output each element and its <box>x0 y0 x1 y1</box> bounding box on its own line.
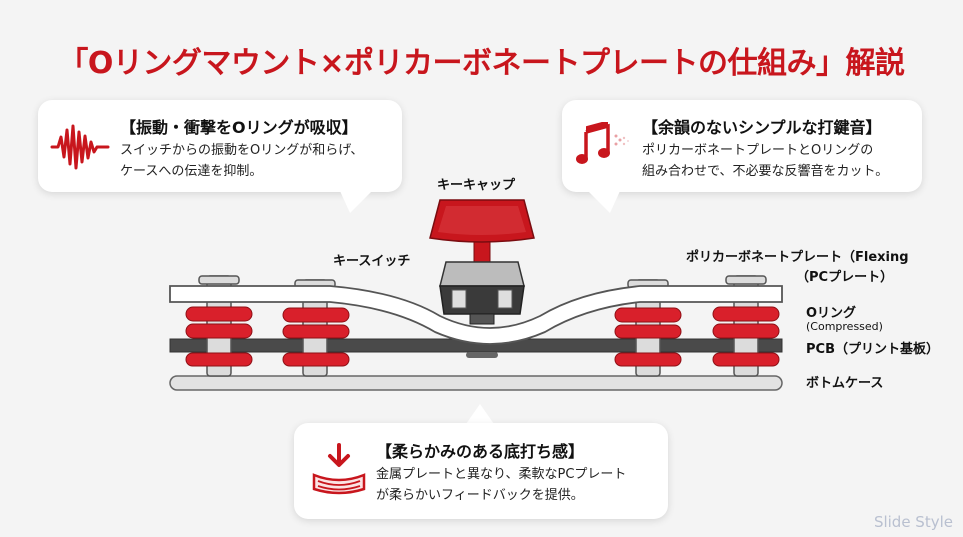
label-o-ring-sub: (Compressed) <box>806 320 883 333</box>
pc-plate <box>169 285 783 345</box>
soft-landing-icon <box>312 443 366 495</box>
callout-feel-heading: 【柔らかみのある底打ち感】 <box>376 442 585 461</box>
page-title: 「Oリングマウント×ポリカーボネートプレートの仕組み」解説 <box>58 46 905 81</box>
music-note-icon <box>576 122 629 164</box>
callout-feel: 【柔らかみのある底打ち感】 金属プレートと異なり、柔軟なPCプレート が柔らかい… <box>294 423 668 519</box>
label-pc-plate-1: ポリカーボネートプレート（Flexing <box>686 250 909 265</box>
callout-sound: 【余韻のないシンプルな打鍵音】 ポリカーボネートプレートとOリングの 組み合わせ… <box>562 100 922 192</box>
label-keycap: キーキャップ <box>437 178 516 193</box>
callout-feel-text-1: 金属プレートと異なり、柔軟なPCプレート <box>376 467 627 482</box>
waveform-icon <box>50 124 110 170</box>
label-pcb: PCB（プリント基板） <box>806 342 939 357</box>
bottom-case <box>169 375 783 391</box>
o-rings <box>185 306 780 367</box>
callout-sound-text-1: ポリカーボネートプレートとOリングの <box>642 143 874 158</box>
callout-vibration-heading: 【振動・衝撃をOリングが吸収】 <box>120 118 358 137</box>
watermark: Slide Style <box>873 513 953 531</box>
callout-vibration-text-2: ケースへの伝達を抑制。 <box>120 164 263 179</box>
callout-vibration-text-1: スイッチからの振動をOリングが和らげ、 <box>120 143 364 158</box>
callout-vibration-tail <box>340 191 372 213</box>
label-o-ring: Oリング <box>806 306 857 321</box>
callout-sound-heading: 【余韻のないシンプルな打鍵音】 <box>642 118 882 137</box>
callout-sound-tail <box>588 191 620 213</box>
callout-vibration: 【振動・衝撃をOリングが吸収】 スイッチからの振動をOリングが和らげ、 ケースへ… <box>38 100 402 192</box>
callout-feel-text-2: が柔らかいフィードバックを提供。 <box>376 488 584 503</box>
callout-sound-text-2: 組み合わせで、不必要な反響音をカット。 <box>642 164 889 179</box>
callout-feel-tail <box>466 404 494 424</box>
label-pc-plate-2: （PCプレート） <box>796 270 894 285</box>
label-bottom-case: ボトムケース <box>806 376 884 391</box>
label-key-switch: キースイッチ <box>333 254 411 269</box>
key-switch <box>439 239 525 358</box>
